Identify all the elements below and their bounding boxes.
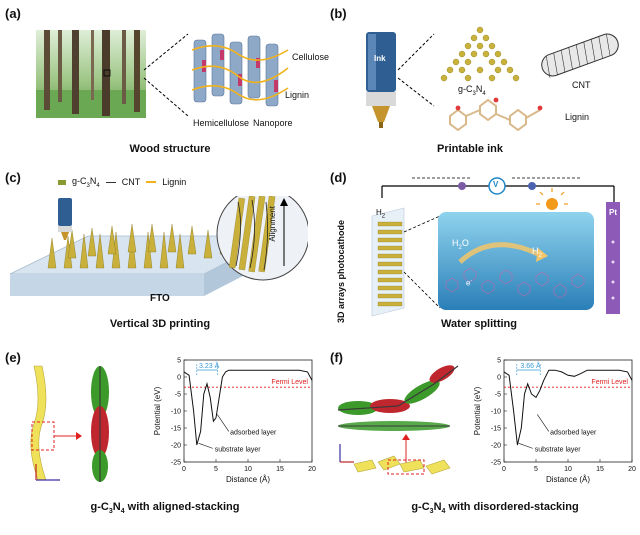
legend-lignin-swatch [146,181,157,184]
legend-c: g-C3N4 CNT Lignin [58,176,186,189]
caption-c: Vertical 3D printing [109,318,211,330]
panel-a-label: (a) [5,6,21,21]
x-tick-label: 20 [308,466,316,473]
wood-structure-diagram [188,30,298,122]
h2o-label: H2O [452,238,469,251]
label-cellulose: Cellulose [292,52,330,62]
caption-d: Water splitting [441,318,517,330]
ink-label: Ink [374,54,386,63]
fermi-level-label: Fermi Level [271,379,308,386]
x-tick-label: 0 [182,466,186,473]
panel-d-label: (d) [330,170,347,185]
lignin-molecule [440,90,550,138]
substrate-arrow [518,443,533,449]
fto-label: FTO [150,293,170,304]
adsorbed-arrow [537,414,550,432]
x-tick-label: 5 [214,466,218,473]
legend-cnt-label: CNT [121,177,141,188]
y-axis-label: Potential (eV) [153,386,162,435]
y-tick-label: -15 [491,426,501,433]
x-tick-label: 15 [276,466,284,473]
label-hemicellulose: Hemicellulose [193,118,250,128]
y-tick-label: -20 [491,443,501,450]
adsorbed-label: adsorbed layer [230,429,277,436]
y-tick-label: 0 [177,375,181,382]
panel-e-label: (e) [5,350,21,365]
legend-gc3n4-label: g-C3N4 [72,176,100,189]
zoom-lines-b [397,33,435,107]
disordered-stacking-model [334,356,464,486]
x-axis-label: Distance (Å) [226,475,270,484]
water-splitting-diagram [342,172,632,320]
x-tick-label: 5 [534,466,538,473]
distance-label: 3.23 Å [199,361,220,370]
y-tick-label: -10 [491,409,501,416]
caption-f: g-C3N4 with disordered-stacking [411,501,579,516]
y-tick-label: -5 [495,392,501,399]
distance-label: 3.66 Å [520,361,541,370]
x-axis-label: Distance (Å) [546,475,590,484]
potential-curve [183,369,313,446]
y-tick-label: -10 [171,409,181,416]
printing-scene [8,187,310,314]
label-cnt: CNT [572,80,591,90]
substrate-label: substrate layer [535,446,582,453]
electron-label: e- [466,278,473,288]
y-tick-label: -15 [171,426,181,433]
gc3n4-molecule [430,24,530,86]
alignment-label: Alignment [268,206,277,242]
potential-curve [503,369,633,446]
y-tick-label: 5 [497,358,501,365]
forest-photo [36,30,146,118]
panel-f-label: (f) [330,350,343,365]
adsorbed-label: adsorbed layer [550,429,597,436]
legend-gc3n4-swatch [58,179,66,185]
y-tick-label: 0 [497,375,501,382]
panel-b-label: (b) [330,6,347,21]
legend-lignin-label: Lignin [162,177,187,188]
label-gc3n4: g-C3N4 [458,84,486,97]
x-tick-label: 20 [628,466,636,473]
legend-cnt-swatch [105,181,116,183]
caption-b: Printable ink [436,143,504,155]
caption-e: g-C3N4 with aligned-stacking [90,501,240,516]
ink-syringe [362,30,402,130]
x-tick-label: 0 [502,466,506,473]
substrate-label: substrate layer [215,446,262,453]
y-tick-label: -5 [175,392,181,399]
y-axis-label: Potential (eV) [473,386,482,435]
voltmeter-label: V [493,180,499,189]
label-nanopore: Nanopore [253,118,293,128]
panel-c-label: (c) [5,170,21,185]
y-tick-label: 5 [177,358,181,365]
label-lignin-b: Lignin [565,112,590,122]
aligned-stacking-model [20,362,130,484]
label-lignin: Lignin [285,90,310,100]
adsorbed-arrow [217,414,230,432]
pt-label: Pt [609,208,617,217]
fermi-level-label: Fermi Level [591,379,628,386]
substrate-arrow [198,443,213,449]
h2-left-label: H2 [376,208,386,220]
photocathode-label: 3D arrays photocathode [336,220,346,324]
y-tick-label: -20 [171,443,181,450]
cnt-tube [534,30,626,80]
x-tick-label: 10 [564,466,572,473]
caption-a: Wood structure [129,143,211,155]
h2-mol-label: H2 [532,246,542,259]
y-tick-label: -25 [171,460,181,467]
y-tick-label: -25 [491,460,501,467]
zoom-lines-a [143,33,189,117]
x-tick-label: 15 [596,466,604,473]
x-tick-label: 10 [244,466,252,473]
